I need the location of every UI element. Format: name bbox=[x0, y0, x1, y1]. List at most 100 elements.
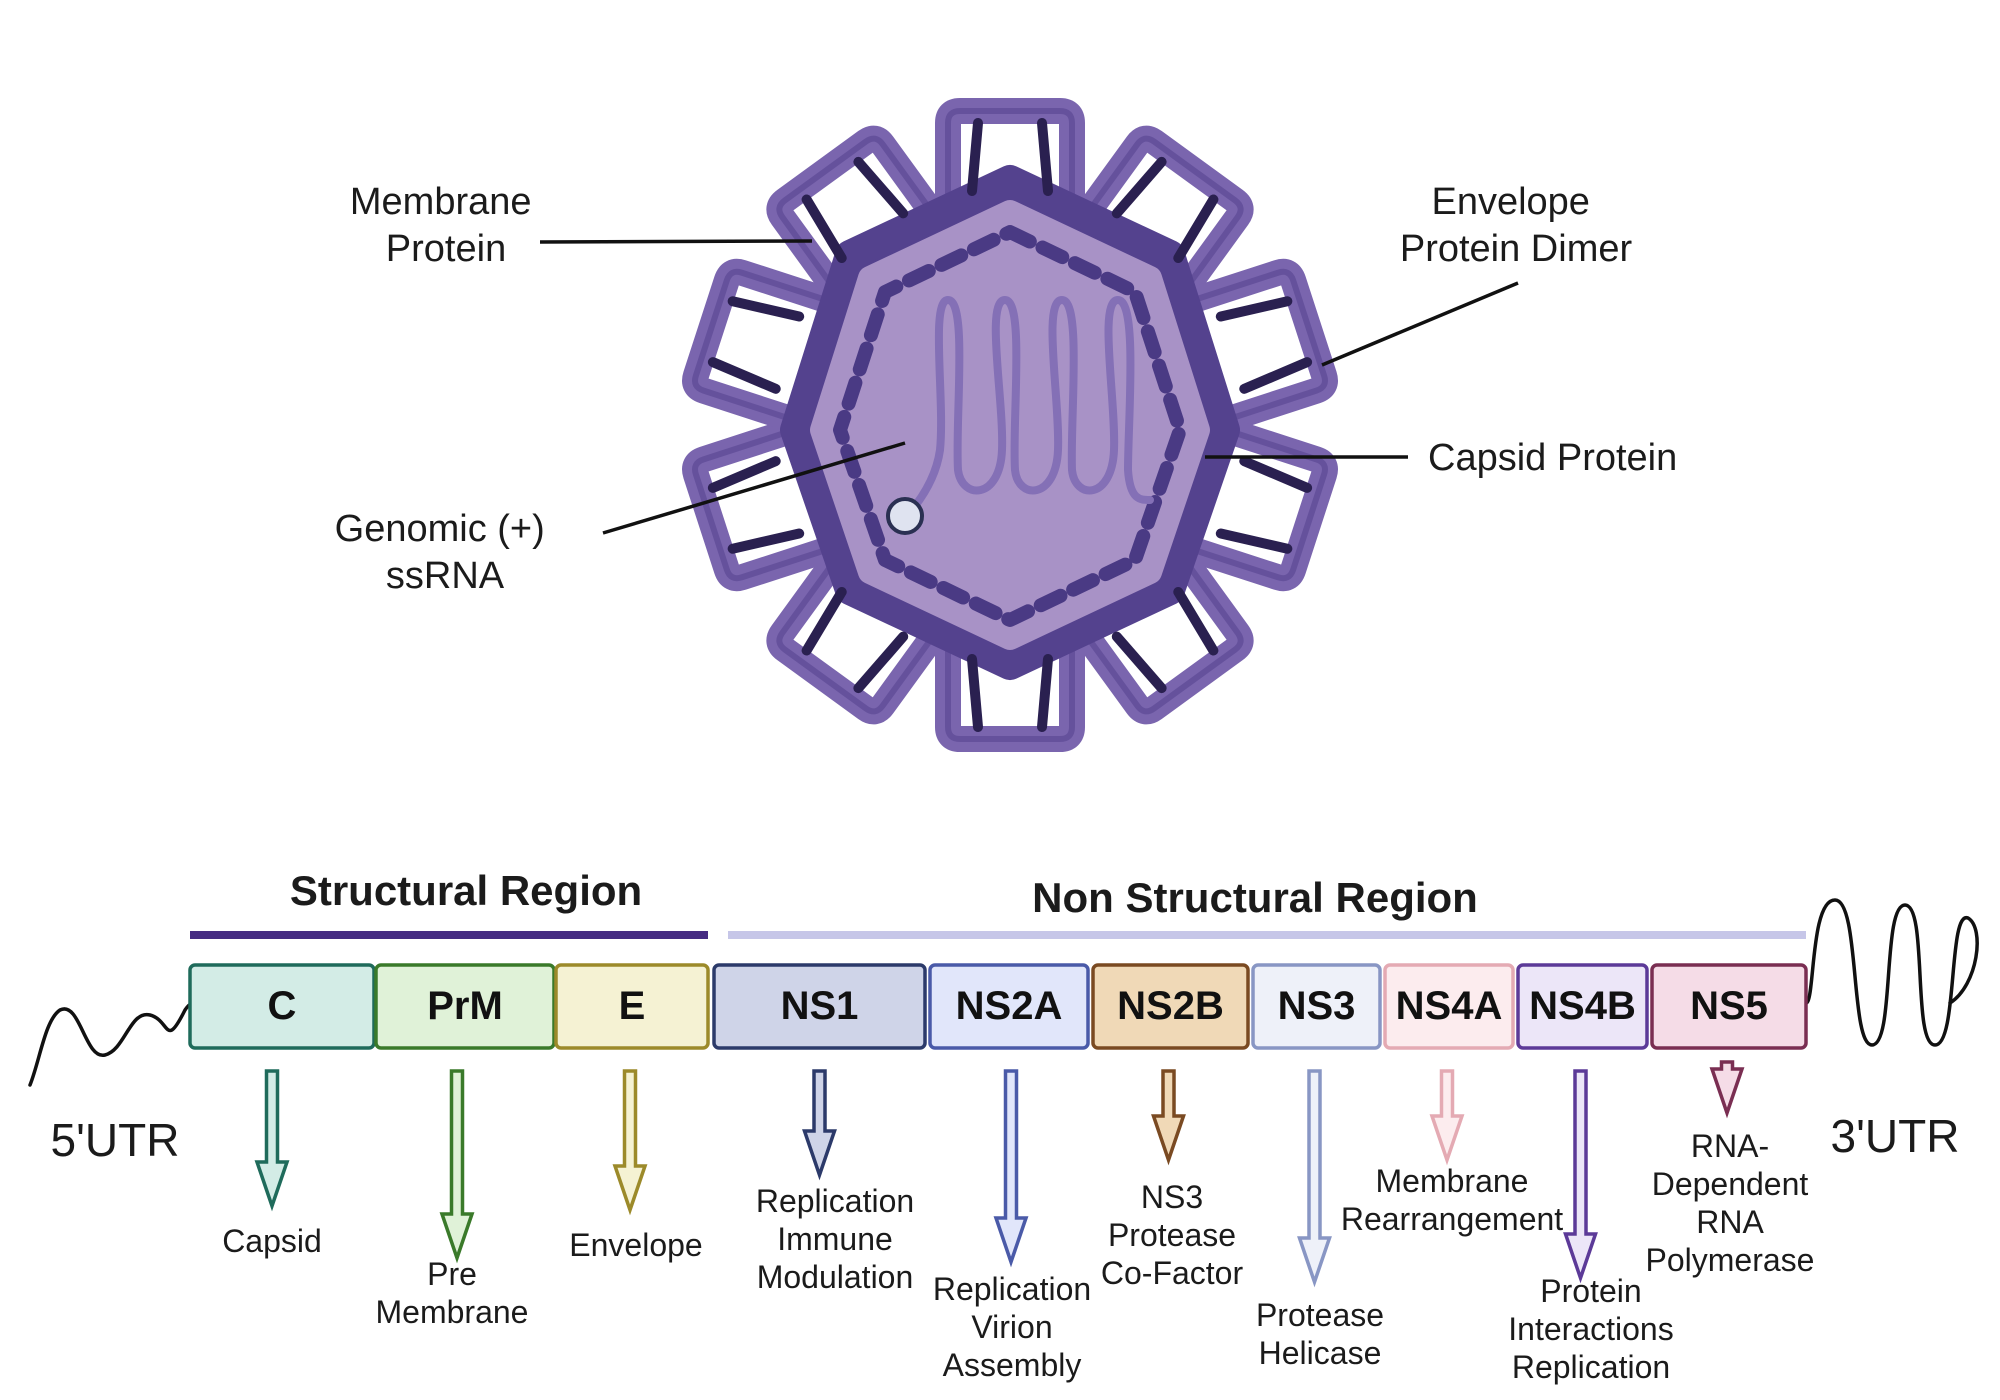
genome-map: Structural Region Non Structural Region … bbox=[28, 867, 1979, 1385]
function-arrow bbox=[612, 1069, 648, 1216]
envelope-spikes bbox=[682, 98, 1338, 752]
virion-particle bbox=[682, 98, 1338, 752]
strut-right bbox=[1037, 118, 1053, 196]
envelope-protein-dimer bbox=[1181, 258, 1338, 431]
spike-edge bbox=[1193, 429, 1328, 582]
spike-edge bbox=[776, 135, 937, 291]
strut-right bbox=[1173, 194, 1219, 264]
gene-box bbox=[1091, 963, 1250, 1050]
strut-left bbox=[1173, 586, 1219, 656]
strut-right bbox=[707, 456, 781, 493]
gene-label: NS2B bbox=[1117, 984, 1224, 1028]
gene-label: NS5 bbox=[1690, 984, 1768, 1028]
function-arrow bbox=[1709, 1060, 1745, 1119]
function-arrow bbox=[1297, 1069, 1332, 1288]
gene-box bbox=[1516, 963, 1649, 1050]
function-arrow bbox=[254, 1069, 290, 1212]
gene-label: E bbox=[619, 984, 646, 1028]
membrane-protein-strut bbox=[707, 456, 805, 554]
spike-edge bbox=[692, 429, 827, 582]
envelope-protein-dimer bbox=[1072, 125, 1254, 302]
utr3-strand bbox=[1804, 898, 1979, 1047]
gene-box bbox=[188, 963, 376, 1050]
function-arrow bbox=[1563, 1069, 1598, 1284]
strut-left bbox=[1037, 654, 1053, 732]
membrane-protein-strut bbox=[967, 118, 1053, 196]
strut-left bbox=[801, 194, 847, 264]
strut-left bbox=[1239, 456, 1313, 493]
gene-function-label: Envelope bbox=[569, 1227, 702, 1263]
gene-box bbox=[712, 963, 927, 1050]
strut-right bbox=[727, 296, 805, 322]
nonstructural-region-bar bbox=[728, 931, 1806, 939]
function-arrow bbox=[993, 1069, 1029, 1268]
membrane-protein-strut bbox=[1111, 156, 1219, 264]
capsid-core bbox=[810, 200, 1210, 650]
function-arrow bbox=[802, 1069, 837, 1181]
gene-box bbox=[374, 963, 556, 1050]
envelope-dimer-label: Envelope Protein Dimer bbox=[1400, 181, 1633, 270]
gene-function-label: Capsid bbox=[222, 1223, 322, 1259]
gene-label: NS1 bbox=[781, 984, 859, 1028]
genomic-rna-leader bbox=[602, 441, 906, 535]
genomic-rna-coil bbox=[901, 295, 1154, 522]
membrane-protein-strut bbox=[1215, 456, 1313, 554]
membrane-protein-strut bbox=[801, 586, 909, 694]
gene-label: NS2A bbox=[956, 984, 1063, 1028]
structural-region-title: Structural Region bbox=[290, 867, 642, 914]
spike-edge bbox=[1193, 268, 1328, 421]
membrane-protein-strut bbox=[801, 156, 909, 264]
gene-box bbox=[1383, 963, 1515, 1050]
strut-left bbox=[967, 118, 983, 196]
strut-right bbox=[967, 654, 983, 732]
spike-edge bbox=[776, 559, 937, 715]
spike-edge bbox=[1083, 135, 1244, 291]
structural-region-bar bbox=[190, 931, 708, 939]
envelope-dimer-leader bbox=[1321, 281, 1519, 367]
capsid-protein-ring bbox=[833, 225, 1187, 627]
gene-label: NS4B bbox=[1529, 984, 1636, 1028]
utr3-label: 3'UTR bbox=[1831, 1110, 1960, 1162]
genomic-rna-label: Genomic (+) ssRNA bbox=[335, 508, 556, 597]
rna-cap-circle bbox=[886, 497, 924, 535]
gene-label: NS4A bbox=[1396, 984, 1503, 1028]
gene-label: NS3 bbox=[1278, 984, 1356, 1028]
membrane-protein-strut bbox=[707, 296, 805, 394]
gene-box bbox=[928, 963, 1090, 1050]
function-arrow bbox=[439, 1069, 475, 1264]
strut-right bbox=[853, 156, 909, 219]
capsid-protein-label: Capsid Protein bbox=[1428, 437, 1677, 479]
gene-c: C Capsid bbox=[188, 963, 376, 1259]
envelope-protein-dimer bbox=[766, 548, 948, 725]
strut-left bbox=[1111, 156, 1167, 219]
spike-edge bbox=[692, 268, 827, 421]
function-arrow bbox=[1429, 1069, 1465, 1166]
strut-right bbox=[1111, 631, 1167, 694]
strut-left bbox=[727, 528, 805, 554]
strut-left bbox=[853, 631, 909, 694]
leader-lines bbox=[539, 239, 1519, 535]
envelope-protein-dimer bbox=[682, 258, 839, 431]
strut-left bbox=[707, 357, 781, 394]
spike-edge bbox=[945, 108, 1075, 211]
spike-edge bbox=[945, 639, 1075, 742]
gene-label: C bbox=[268, 984, 297, 1028]
strut-right bbox=[801, 586, 847, 656]
envelope-protein-dimer bbox=[935, 626, 1085, 752]
nonstructural-region-title: Non Structural Region bbox=[1032, 874, 1478, 921]
envelope-protein-dimer bbox=[935, 98, 1085, 224]
